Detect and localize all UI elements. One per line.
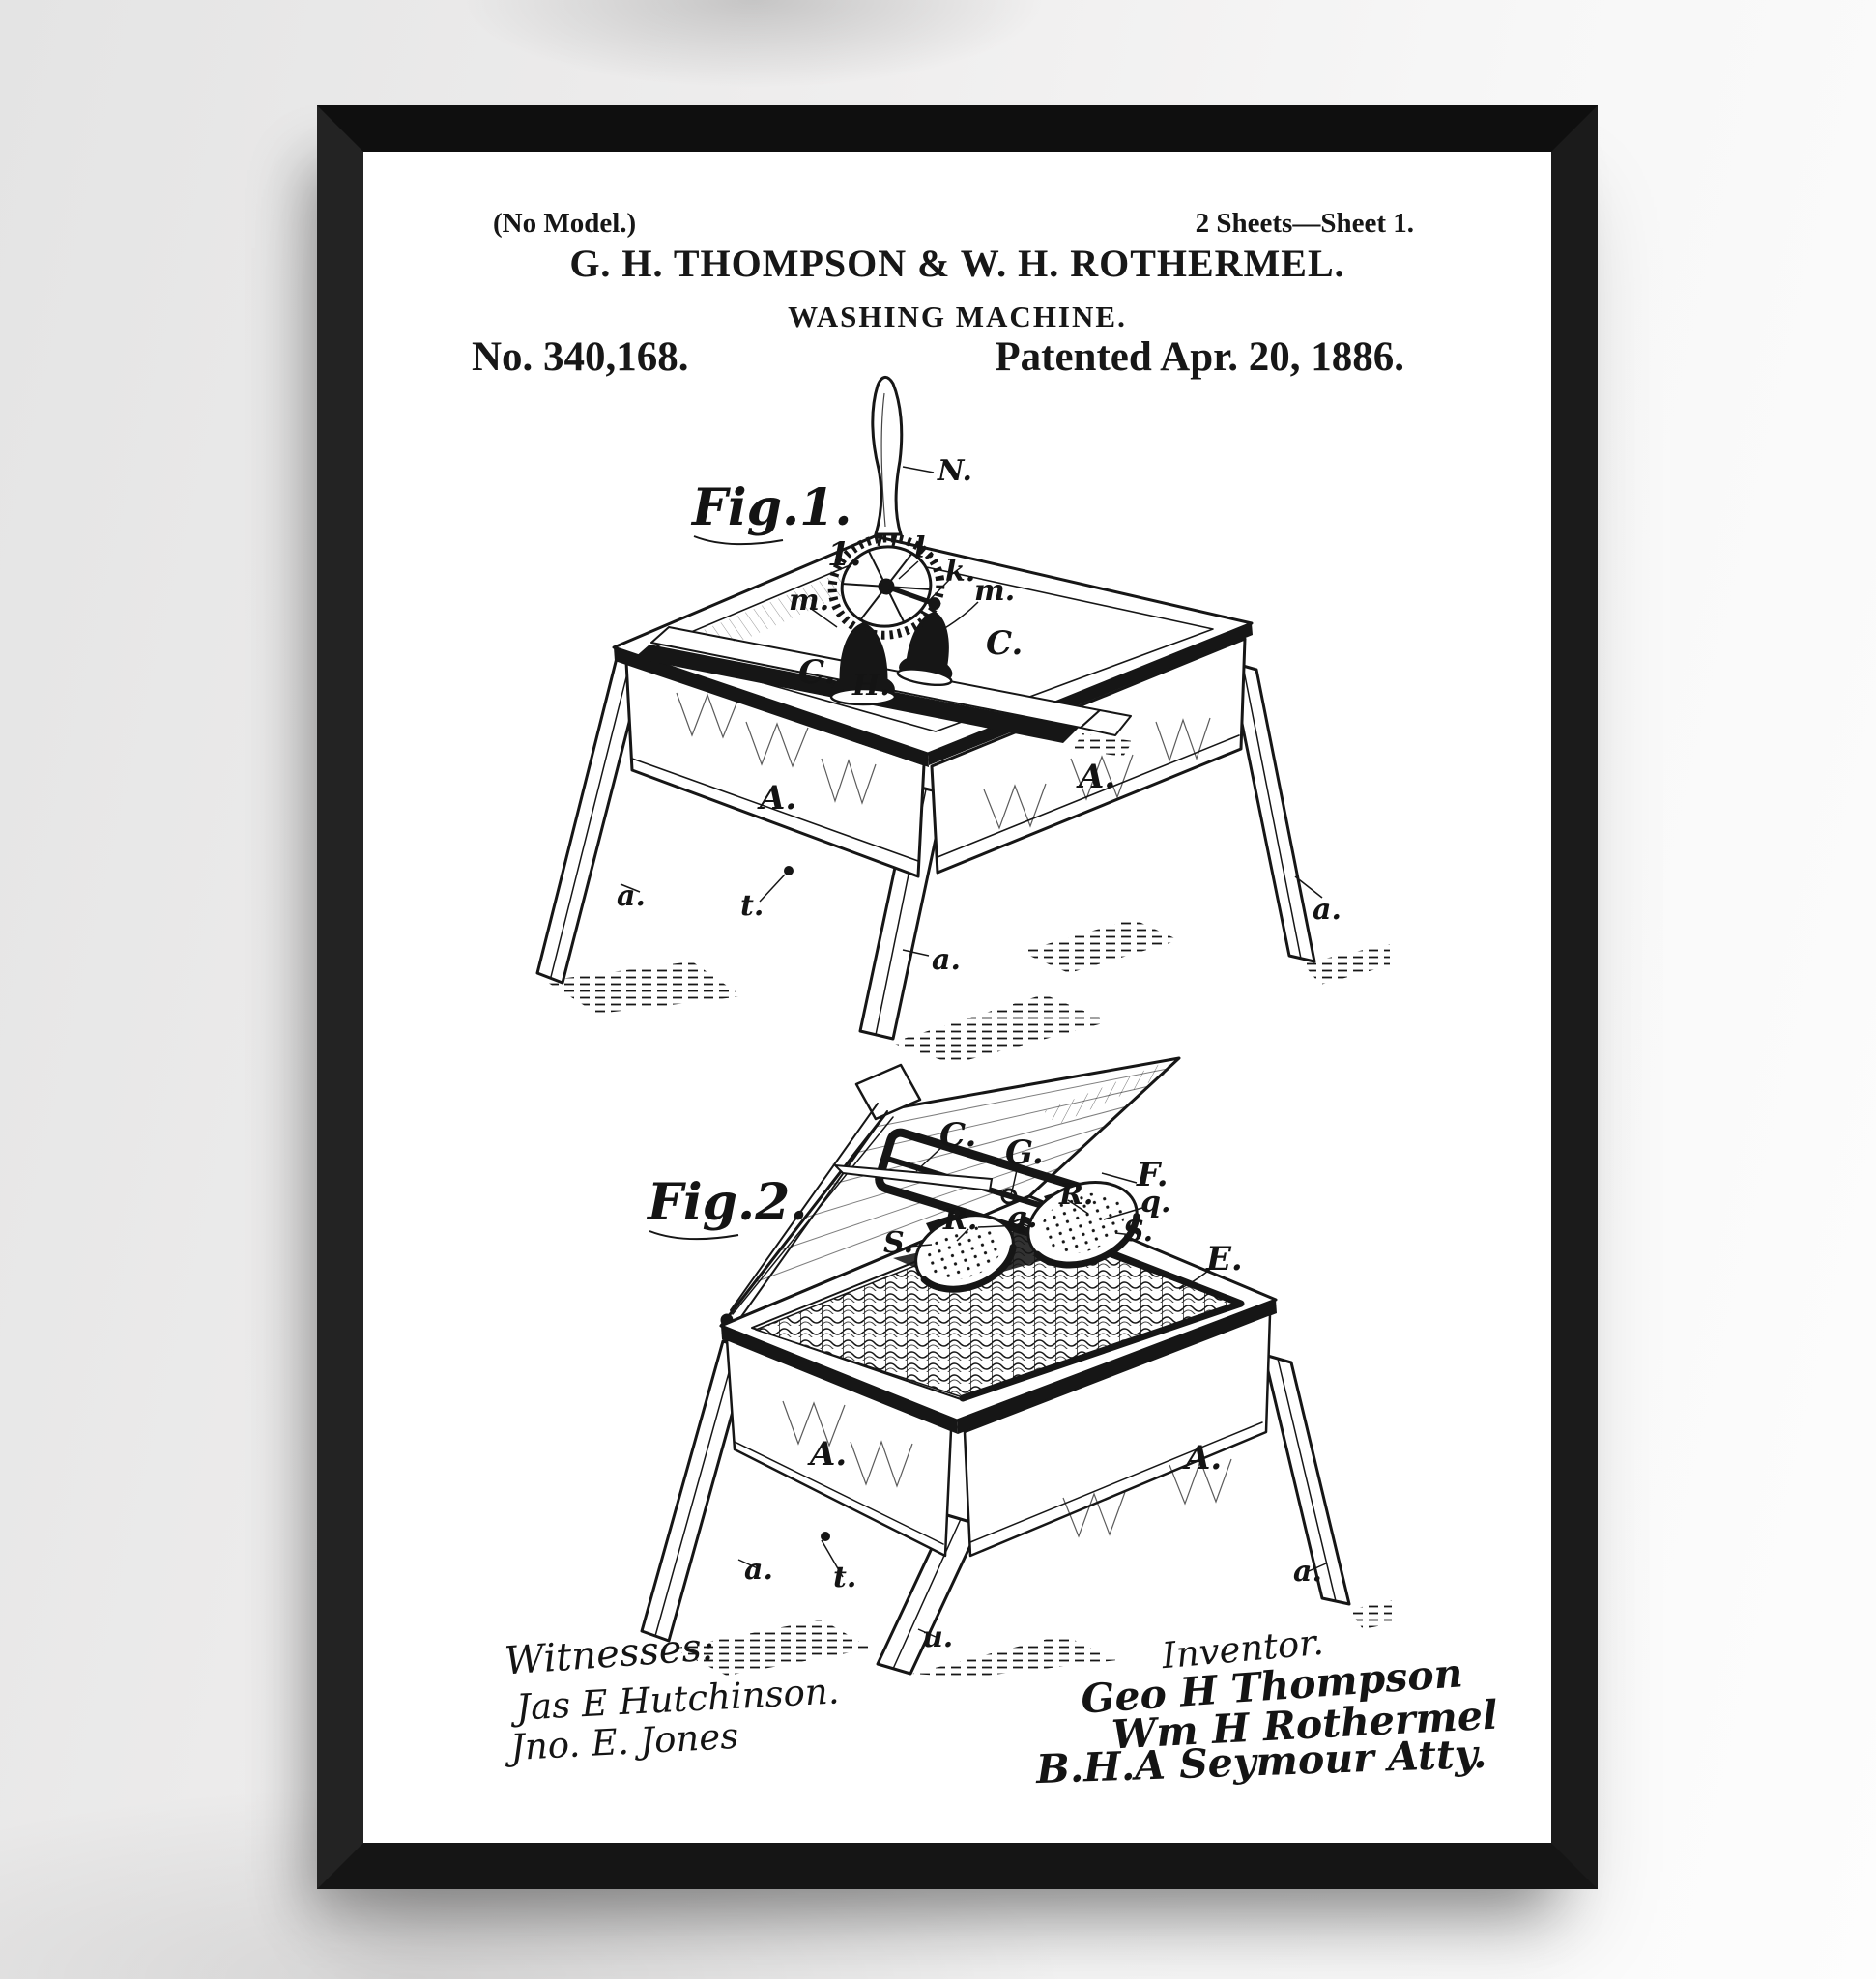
patent-title: WASHING MACHINE. bbox=[363, 300, 1551, 334]
fig2-label-disc-left: S. bbox=[883, 1226, 913, 1260]
figure-1-drawing: Fig.1. N. 1. l. k. m. m. C. C. H. A. A. … bbox=[503, 372, 1392, 1135]
fig1-label-bracket-right: m. bbox=[974, 574, 1015, 608]
fig1-table bbox=[537, 536, 1314, 1039]
fig1-label-lid-left: C. bbox=[798, 653, 835, 692]
attorney-signature: B.H.A Seymour Atty. bbox=[1035, 1731, 1487, 1793]
fig1-label-lid-right: C. bbox=[986, 624, 1023, 663]
figure-2-drawing: Fig.2. C. G. F. R. q. R. q. S. S. E. A. … bbox=[503, 1024, 1392, 1681]
fig1-label-crank: k. bbox=[945, 555, 975, 588]
fig2-label-bar: G. bbox=[1005, 1133, 1044, 1172]
picture-frame: (No Model.) 2 Sheets—Sheet 1. G. H. THOM… bbox=[317, 105, 1598, 1889]
fig1-label-rail: t. bbox=[740, 889, 764, 923]
fig2-label-leg-front: u. bbox=[922, 1620, 953, 1654]
fig1-label-leg-right: a. bbox=[1313, 893, 1342, 927]
fig2-label-lid: C. bbox=[939, 1116, 976, 1155]
fig1-label-leg-front: a. bbox=[932, 943, 961, 977]
sheet-info: 2 Sheets—Sheet 1. bbox=[1196, 208, 1414, 240]
fig1-label-gear: 1. bbox=[827, 535, 862, 574]
fig2-label-pounder-top: R. bbox=[1058, 1178, 1093, 1212]
patent-sheet: (No Model.) 2 Sheets—Sheet 1. G. H. THOM… bbox=[363, 152, 1551, 1843]
fig1-label-leg-left: a. bbox=[617, 879, 646, 913]
fig1-label-side-right: A. bbox=[1076, 758, 1115, 796]
fig2-label-basket: E. bbox=[1205, 1240, 1243, 1278]
fig1-caption: Fig.1. bbox=[690, 478, 851, 537]
inventors-line: G. H. THOMPSON & W. H. ROTHERMEL. bbox=[363, 241, 1551, 286]
fig2-label-disc-right: S. bbox=[1123, 1215, 1153, 1248]
fig2-label-pounder-bottom: R. bbox=[942, 1203, 977, 1237]
fig2-label-side-right: A. bbox=[1182, 1439, 1222, 1477]
fig1-label-side-left: A. bbox=[757, 779, 796, 817]
fig1-label-pin: l. bbox=[914, 531, 936, 565]
no-model-note: (No Model.) bbox=[493, 208, 636, 240]
fig1-label-bracket-left: m. bbox=[789, 584, 829, 617]
fig2-label-rail: t. bbox=[833, 1561, 856, 1594]
fig2-caption: Fig.2. bbox=[646, 1173, 807, 1232]
fig2-label-side-left: A. bbox=[807, 1435, 847, 1474]
fig2-label-stem-center: q. bbox=[1007, 1201, 1037, 1235]
fig2-label-leg-right: a. bbox=[1293, 1555, 1322, 1589]
fig2-label-leg-left: a. bbox=[744, 1553, 773, 1587]
fig1-label-board: H. bbox=[851, 669, 890, 703]
fig1-label-handle: N. bbox=[937, 454, 972, 488]
fig1-handle bbox=[873, 377, 902, 546]
